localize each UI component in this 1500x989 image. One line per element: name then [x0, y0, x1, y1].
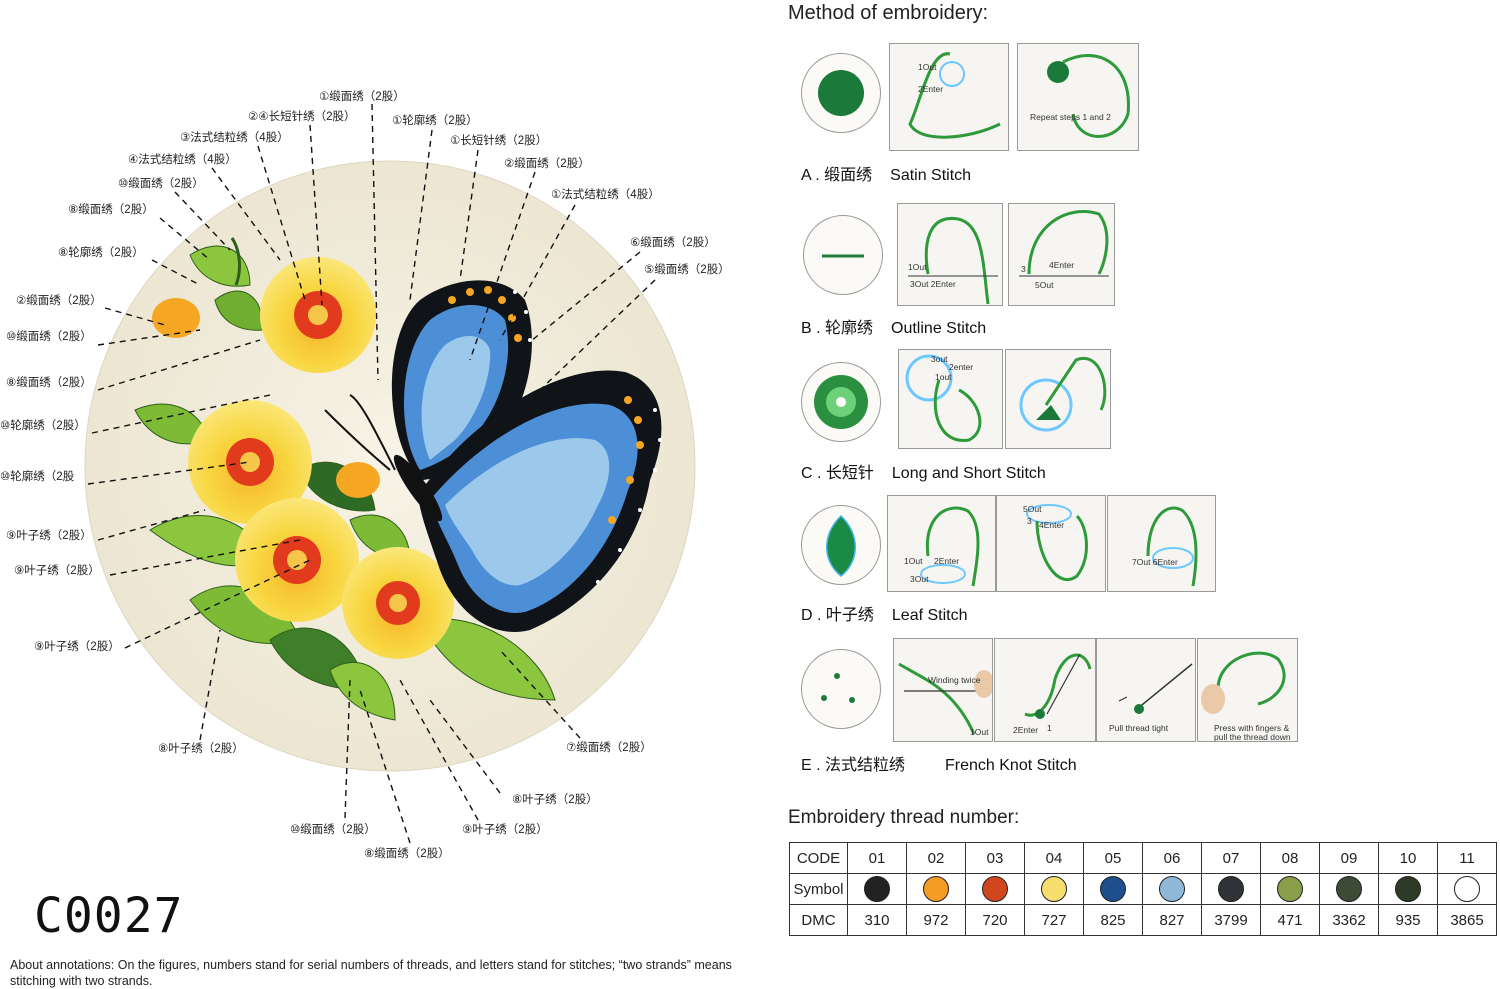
thread-dmc: 825 [1083, 904, 1143, 936]
thread-dmc: 310 [847, 904, 907, 936]
thread-code: 10 [1378, 842, 1438, 874]
embroidery-artwork [84, 103, 696, 844]
thread-code: 11 [1437, 842, 1497, 874]
thread-dmc: 471 [1260, 904, 1320, 936]
thread-swatch [1395, 876, 1421, 902]
thread-code: 05 [1083, 842, 1143, 874]
thread-dmc: 3362 [1319, 904, 1379, 936]
pattern-code: C0027 [34, 888, 184, 944]
hoop-label: ⑩缎面绣（2股） [118, 178, 204, 190]
outline-photo-1: 1Out 3Out 2Enter [897, 203, 1003, 306]
hoop-label: ⑧叶子绣（2股） [158, 743, 244, 755]
thread-swatch [1041, 876, 1067, 902]
thread-dmc: 3799 [1201, 904, 1261, 936]
hoop-label: ②④长短针绣（2股） [248, 111, 356, 123]
leaf-sample [801, 505, 881, 585]
hoop-label: ⑦缎面绣（2股） [566, 742, 652, 754]
thread-dmc: 935 [1378, 904, 1438, 936]
butterfly [324, 280, 662, 632]
thread-swatch [1218, 876, 1244, 902]
thread-dmc: 827 [1142, 904, 1202, 936]
thread-code: 09 [1319, 842, 1379, 874]
thread-dmc: 972 [906, 904, 966, 936]
hoop-label: ⑧缎面绣（2股） [364, 848, 450, 860]
leader-lines [87, 103, 656, 844]
thread-code: 07 [1201, 842, 1261, 874]
dmc-row-label: DMC [789, 904, 848, 936]
hoop-label: ③法式结粒绣（4股） [180, 132, 289, 144]
long-short-photo-1: 3out 2enter 1out [898, 349, 1003, 449]
hoop-label: ⑩轮廓绣（2股 [0, 471, 75, 483]
thread-swatch [864, 876, 890, 902]
symbol-row: Symbol [789, 873, 1497, 905]
method-heading: Method of embroidery: [788, 2, 989, 24]
symbol-row-label: Symbol [789, 873, 848, 905]
thread-code: 04 [1024, 842, 1084, 874]
hoop-label: ⑨叶子绣（2股） [6, 530, 92, 542]
french-knot-photo-1: Winding twice 1Out [893, 638, 993, 742]
hoop-label: ⑧缎面绣（2股） [68, 204, 154, 216]
satin-sample [801, 53, 881, 133]
outline-photo-2: 3 4Enter 5Out [1008, 203, 1115, 306]
long-short-photo-2 [1005, 349, 1111, 449]
hoop-label: ⑥缎面绣（2股） [630, 237, 716, 249]
satin-photo-2: Repeat steps 1 and 2 [1017, 43, 1139, 151]
hoop-label: ②缎面绣（2股） [504, 158, 590, 170]
thread-code: 03 [965, 842, 1025, 874]
leaf-photo-1: 1Out 2Enter 3Out [887, 495, 996, 592]
french-knot-photo-2: 2Enter 1 [994, 638, 1096, 742]
thread-swatch [1159, 876, 1185, 902]
thread-code: 01 [847, 842, 907, 874]
satin-photo-1: 1Out 2Enter [889, 43, 1009, 151]
french-knot-photo-4: Press with fingers & pull the thread dow… [1197, 638, 1298, 742]
code-row-label: CODE [789, 842, 848, 874]
hoop-label: ⑧叶子绣（2股） [512, 794, 598, 806]
hoop-label: ①法式结粒绣（4股） [551, 189, 660, 201]
hoop-label: ⑨叶子绣（2股） [462, 824, 548, 836]
thread-dmc: 3865 [1437, 904, 1497, 936]
hoop-label: ①缎面绣（2股） [319, 91, 405, 103]
dmc-row: DMC 310 972 720 727 825 827 3799 471 336… [789, 904, 1497, 936]
french-knot-sample [801, 649, 881, 729]
hoop-label: ⑤缎面绣（2股） [644, 264, 730, 276]
hoop-label: ①轮廓绣（2股） [392, 115, 478, 127]
hoop-label: ⑩轮廓绣（2股） [0, 420, 86, 432]
hoop-label: ⑧轮廓绣（2股） [58, 247, 144, 259]
thread-dmc: 720 [965, 904, 1025, 936]
thread-swatch [1277, 876, 1303, 902]
thread-swatch [982, 876, 1008, 902]
about-annotations: About annotations: On the figures, numbe… [10, 958, 732, 988]
thread-table: CODE 01 02 03 04 05 06 07 08 09 10 11 Sy… [789, 842, 1497, 936]
thread-swatch [1336, 876, 1362, 902]
hoop-label: ⑩缎面绣（2股） [6, 331, 92, 343]
thread-code: 08 [1260, 842, 1320, 874]
hoop-label: ①长短针绣（2股） [450, 135, 548, 147]
french-knot-photo-3: Pull thread tight [1096, 638, 1196, 742]
thread-code: 06 [1142, 842, 1202, 874]
hoop-label: ②缎面绣（2股） [16, 295, 102, 307]
thread-swatch [923, 876, 949, 902]
long-short-sample [801, 362, 881, 442]
hoop-label: ⑨叶子绣（2股） [14, 565, 100, 577]
hoop-label: ④法式结粒绣（4股） [128, 154, 237, 166]
leaf-photo-3: 7Out 6Enter [1107, 495, 1216, 592]
code-row: CODE 01 02 03 04 05 06 07 08 09 10 11 [789, 842, 1497, 874]
outline-sample [803, 215, 883, 295]
hoop-label: ⑧缎面绣（2股） [6, 377, 92, 389]
thread-swatch [1100, 876, 1126, 902]
thread-code: 02 [906, 842, 966, 874]
flowers [152, 257, 454, 659]
thread-swatch [1454, 876, 1480, 902]
hoop-label: ⑩缎面绣（2股） [290, 824, 376, 836]
leaf-photo-2: 5Out 3 4Enter [996, 495, 1106, 592]
thread-heading: Embroidery thread number: [788, 807, 1020, 828]
hoop-label: ⑨叶子绣（2股） [34, 641, 120, 653]
thread-dmc: 727 [1024, 904, 1084, 936]
